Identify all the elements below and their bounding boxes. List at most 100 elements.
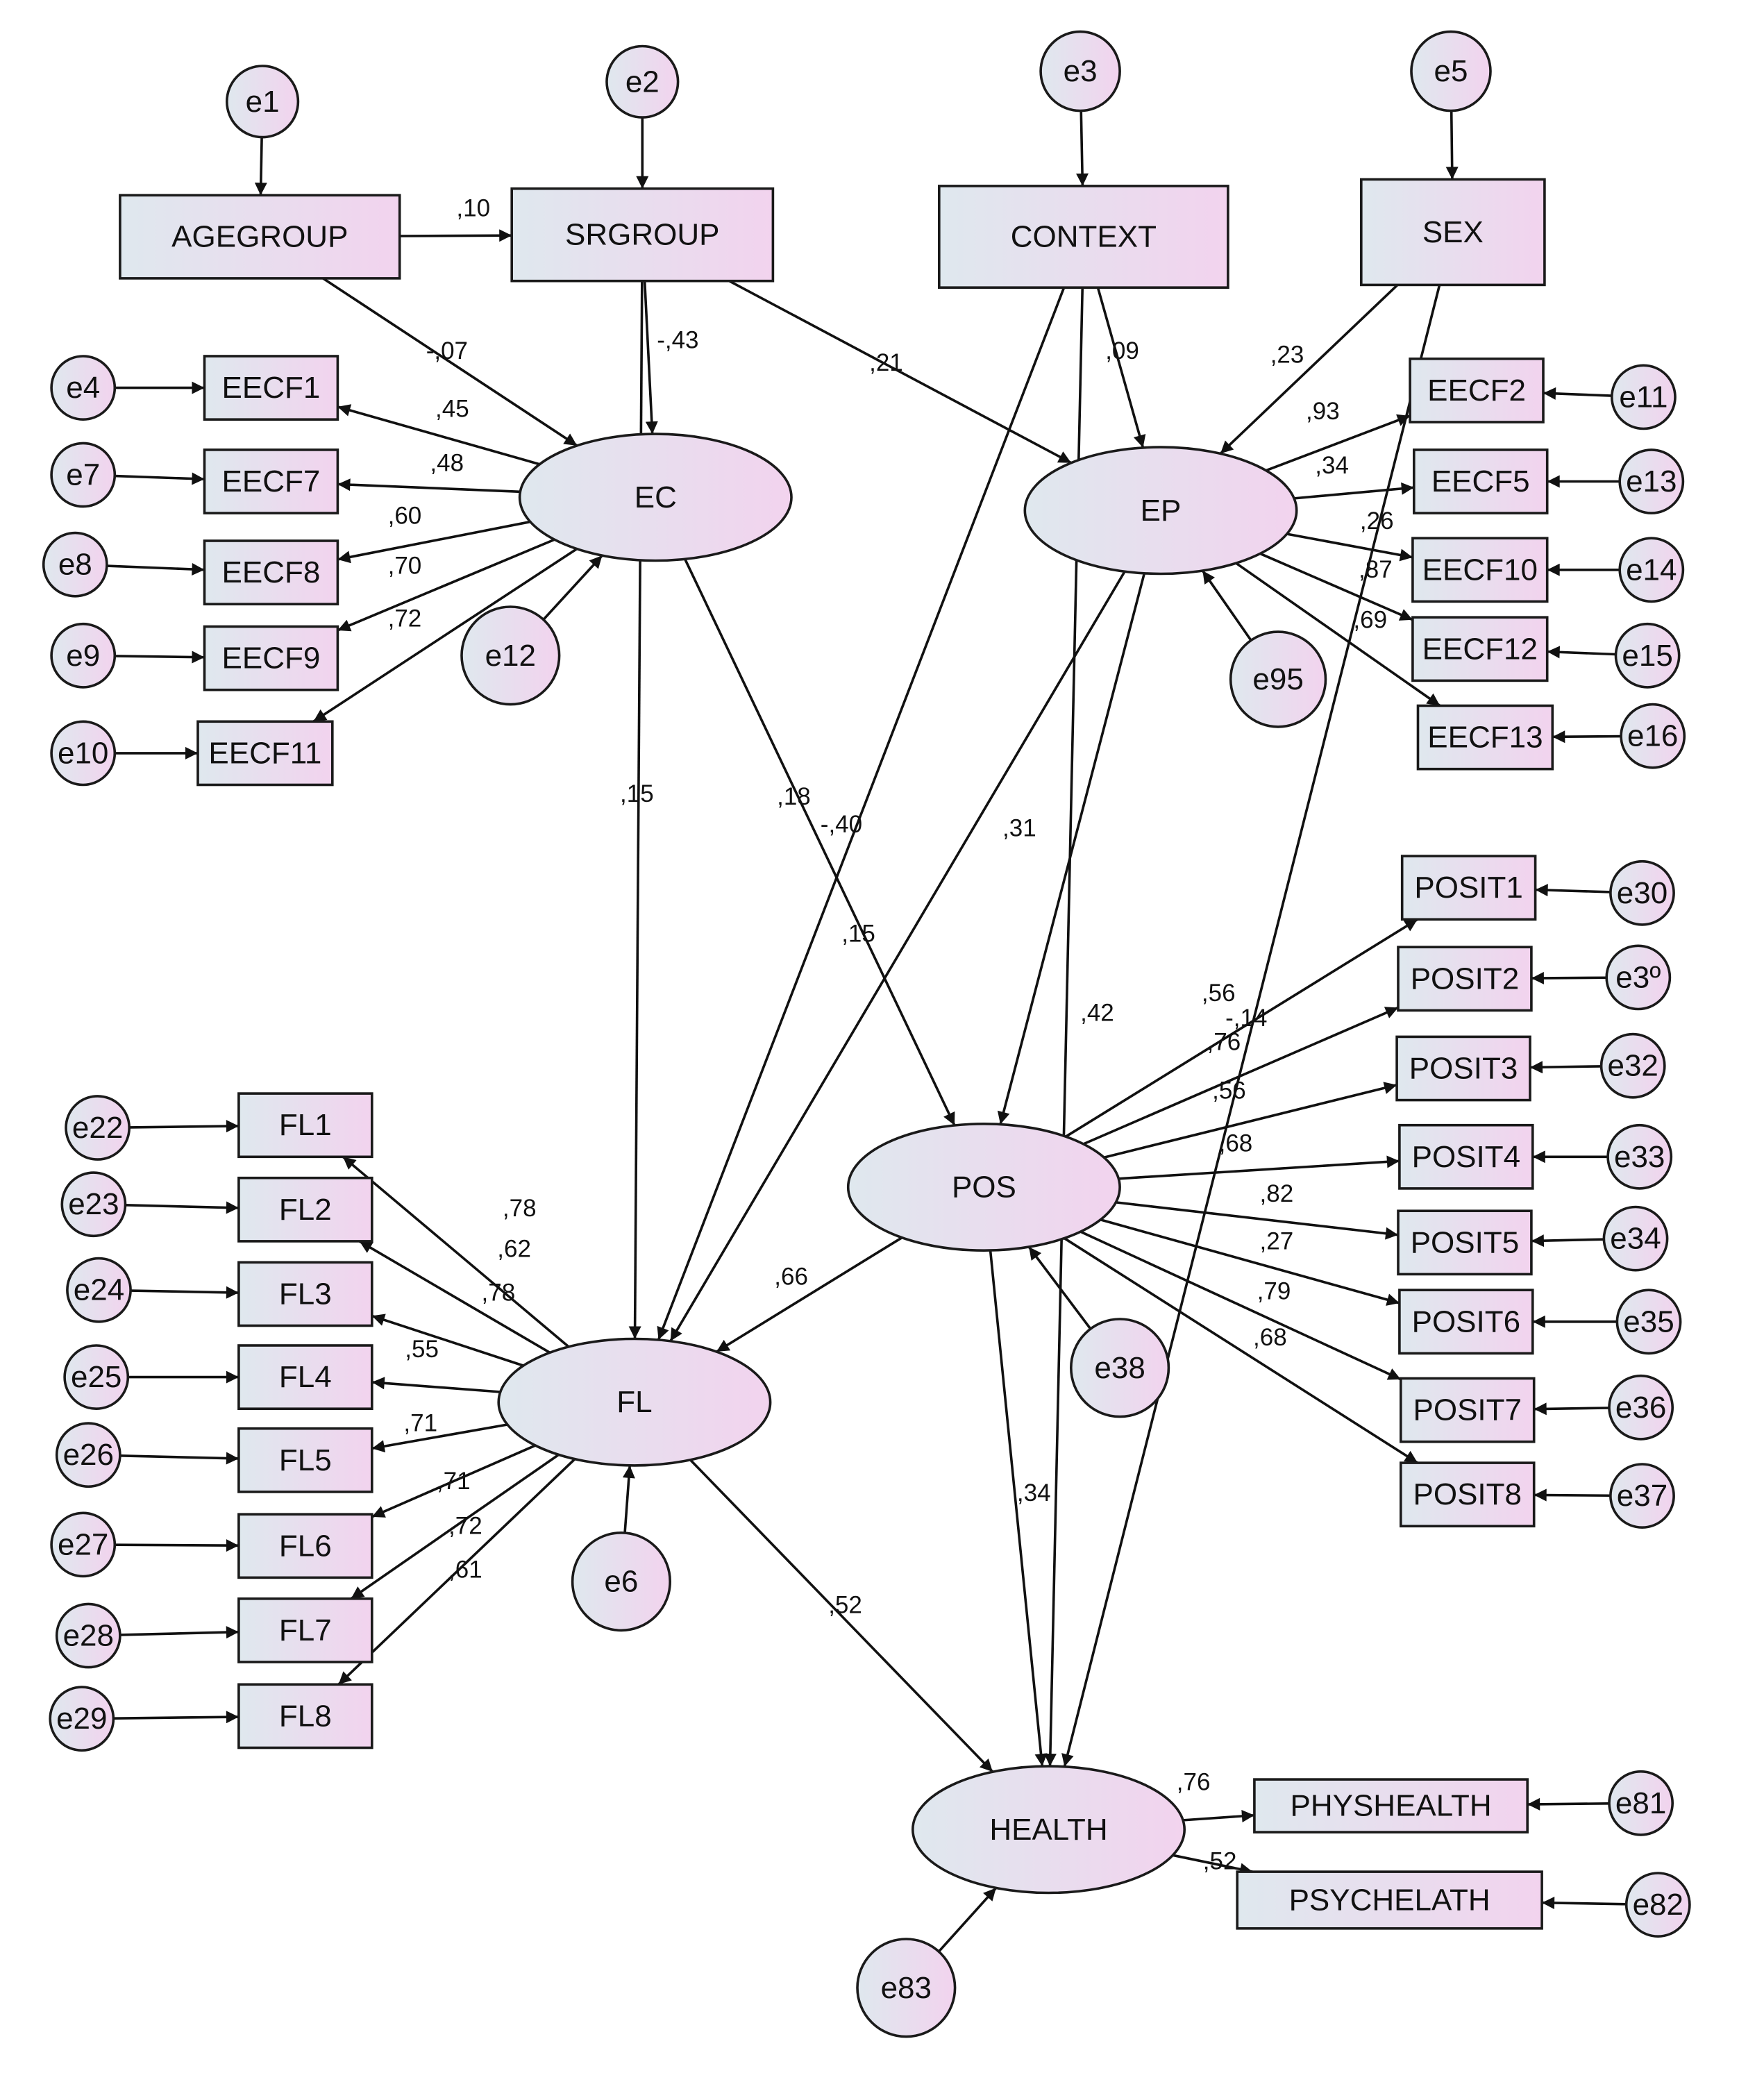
error-term-e11[interactable]: e11	[1610, 364, 1677, 430]
edge-e28-to-fl7	[119, 1626, 239, 1639]
observed-variable-eecf12[interactable]: EECF12	[1411, 616, 1549, 682]
path-coefficient-label: ,34	[1315, 452, 1349, 479]
observed-variable-eecf5[interactable]: EECF5	[1413, 448, 1549, 514]
error-term-e37[interactable]: e37	[1609, 1463, 1675, 1529]
error-term-e4[interactable]: e4	[50, 355, 117, 421]
error-term-e8[interactable]: e8	[42, 531, 108, 598]
error-term-e3[interactable]: e3	[1039, 30, 1121, 112]
error-shape	[66, 1257, 132, 1323]
latent-variable-ec[interactable]: EC	[518, 433, 793, 562]
error-shape	[50, 622, 117, 689]
edge-pos-to-posit1	[1065, 918, 1418, 1138]
observed-variable-agegroup[interactable]: AGEGROUP	[119, 194, 401, 280]
latent-shape	[497, 1337, 772, 1467]
path-coefficient-label: ,66	[774, 1264, 808, 1291]
error-term-e27[interactable]: e27	[50, 1511, 117, 1578]
observed-variable-eecf1[interactable]: EECF1	[203, 355, 339, 421]
observed-variable-posit5[interactable]: POSIT5	[1397, 1209, 1533, 1276]
observed-shape	[237, 1597, 373, 1663]
error-term-e9[interactable]: e9	[50, 622, 117, 689]
error-term-e83[interactable]: e83	[856, 1938, 957, 2038]
error-term-e22[interactable]: e22	[65, 1095, 131, 1161]
error-term-e16[interactable]: e16	[1620, 703, 1686, 769]
path-coefficient-label: ,56	[1212, 1077, 1246, 1105]
error-term-e95[interactable]: e95	[1229, 630, 1327, 728]
error-term-e5[interactable]: e5	[1410, 30, 1492, 112]
error-term-e26[interactable]: e26	[55, 1422, 121, 1488]
error-term-e10[interactable]: e10	[50, 720, 117, 787]
path-coefficient-label: ,45	[435, 395, 469, 422]
error-term-e25[interactable]: e25	[63, 1344, 130, 1410]
edge-ec-to-eecf7	[337, 478, 521, 494]
observed-variable-eecf9[interactable]: EECF9	[203, 625, 339, 691]
observed-variable-posit1[interactable]: POSIT1	[1400, 855, 1537, 921]
observed-variable-physhealth[interactable]: PHYSHEALTH	[1253, 1778, 1529, 1833]
error-term-e15[interactable]: e15	[1614, 622, 1681, 689]
observed-variable-fl1[interactable]: FL1	[237, 1092, 373, 1159]
error-term-e7[interactable]: e7	[50, 442, 117, 508]
error-term-e1[interactable]: e1	[226, 65, 300, 139]
edge-e34-to-posit5	[1531, 1234, 1604, 1248]
node-label: EP	[1141, 494, 1182, 528]
edge-ep-to-fl	[669, 571, 1126, 1342]
observed-variable-eecf7[interactable]: EECF7	[203, 448, 339, 514]
observed-shape	[237, 1261, 373, 1327]
observed-variable-fl5[interactable]: FL5	[237, 1427, 373, 1493]
observed-variable-srgroup[interactable]: SRGROUP	[510, 187, 775, 283]
error-term-e24[interactable]: e24	[66, 1257, 132, 1323]
error-term-e34[interactable]: e34	[1602, 1205, 1669, 1272]
observed-variable-posit4[interactable]: POSIT4	[1398, 1123, 1534, 1190]
observed-variable-eecf2[interactable]: EECF2	[1409, 357, 1545, 423]
error-term-e81[interactable]: e81	[1608, 1770, 1674, 1836]
observed-variable-posit8[interactable]: POSIT8	[1400, 1461, 1536, 1528]
error-term-e12[interactable]: e12	[460, 605, 561, 706]
observed-variable-posit3[interactable]: POSIT3	[1395, 1035, 1531, 1102]
observed-variable-posit2[interactable]: POSIT2	[1397, 946, 1533, 1012]
observed-variable-context[interactable]: CONTEXT	[938, 185, 1229, 289]
edge-e9-to-eecf9	[115, 651, 205, 664]
error-term-e32[interactable]: e32	[1599, 1032, 1666, 1099]
edge-pos-to-posit6	[1100, 1218, 1400, 1306]
observed-variable-eecf13[interactable]: EECF13	[1416, 704, 1554, 771]
latent-variable-pos[interactable]: POS	[846, 1123, 1121, 1252]
error-term-e23[interactable]: e23	[60, 1171, 127, 1238]
error-term-e14[interactable]: e14	[1618, 537, 1685, 603]
error-term-e29[interactable]: e29	[49, 1686, 115, 1752]
error-term-e30[interactable]: e30	[1609, 859, 1675, 926]
latent-variable-fl[interactable]: FL	[497, 1337, 772, 1467]
observed-variable-eecf10[interactable]: EECF10	[1411, 537, 1549, 603]
error-term-e33[interactable]: e33	[1606, 1123, 1673, 1190]
observed-variable-fl4[interactable]: FL4	[237, 1344, 373, 1410]
error-term-e31[interactable]: e3º	[1605, 944, 1672, 1011]
observed-variable-posit7[interactable]: POSIT7	[1400, 1377, 1536, 1443]
error-term-e28[interactable]: e28	[55, 1602, 121, 1669]
error-term-e2[interactable]: e2	[605, 44, 680, 119]
observed-variable-fl7[interactable]: FL7	[237, 1597, 373, 1663]
observed-variable-sex[interactable]: SEX	[1360, 178, 1546, 287]
observed-variable-fl2[interactable]: FL2	[237, 1176, 373, 1243]
observed-shape	[1398, 1289, 1534, 1355]
edge-e11-to-eecf2	[1543, 387, 1612, 400]
observed-variable-posit6[interactable]: POSIT6	[1398, 1289, 1534, 1355]
node-label: e38	[1094, 1351, 1145, 1385]
observed-variable-eecf11[interactable]: EECF11	[196, 720, 334, 787]
error-term-e13[interactable]: e13	[1618, 448, 1685, 514]
observed-variable-psychelath[interactable]: PSYCHELATH	[1236, 1870, 1543, 1930]
error-term-e35[interactable]: e35	[1615, 1289, 1682, 1355]
error-term-e6[interactable]: e6	[571, 1531, 672, 1632]
edge-e26-to-fl5	[119, 1452, 239, 1465]
edge-e95-to-ep	[1201, 570, 1252, 641]
error-term-e82[interactable]: e82	[1624, 1872, 1691, 1938]
error-shape	[1039, 30, 1121, 112]
edge-ec-to-eecf1	[337, 404, 540, 466]
observed-variable-fl6[interactable]: FL6	[237, 1513, 373, 1579]
error-term-e38[interactable]: e38	[1069, 1318, 1170, 1418]
latent-variable-health[interactable]: HEALTH	[912, 1765, 1186, 1895]
node-label: e32	[1607, 1049, 1658, 1083]
observed-variable-fl8[interactable]: FL8	[237, 1683, 373, 1749]
latent-variable-ep[interactable]: EP	[1023, 446, 1298, 576]
observed-variable-eecf8[interactable]: EECF8	[203, 539, 339, 605]
observed-variable-fl3[interactable]: FL3	[237, 1261, 373, 1327]
error-term-e36[interactable]: e36	[1608, 1374, 1674, 1441]
node-label: EECF7	[222, 464, 321, 498]
